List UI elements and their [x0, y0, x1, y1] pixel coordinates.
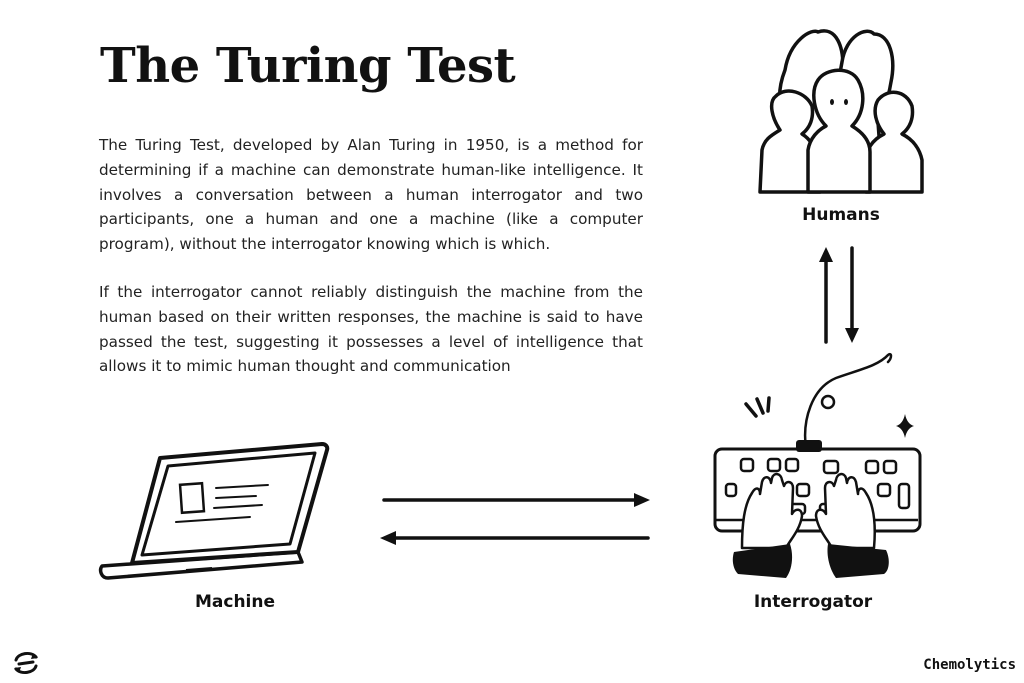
- horizontal-exchange-arrows: [380, 493, 650, 545]
- vertical-exchange-arrows: [819, 246, 859, 344]
- laptop-icon: [98, 442, 330, 580]
- keyboard-typing-icon: [713, 353, 922, 578]
- humans-group-icon: [758, 29, 924, 194]
- description-paragraph-2: If the interrogator cannot reliably dist…: [99, 283, 643, 376]
- humans-label: Humans: [802, 205, 880, 225]
- machine-label: Machine: [194, 592, 276, 612]
- interrogator-label: Interrogator: [753, 592, 873, 612]
- description-paragraph-1: The Turing Test, developed by Alan Turin…: [99, 136, 643, 254]
- brand-name: Chemolytics: [923, 657, 1016, 673]
- page-title: The Turing Test: [100, 38, 516, 94]
- chemolytics-logo-icon: [14, 651, 38, 675]
